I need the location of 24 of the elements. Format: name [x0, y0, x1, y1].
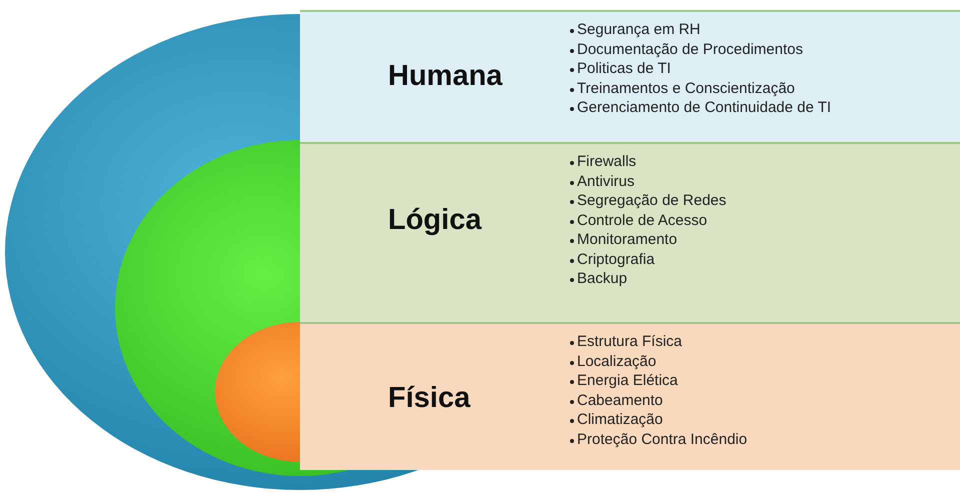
layer-heading: Humana — [388, 60, 502, 93]
bullet-item: Proteção Contra Incêndio — [570, 430, 748, 449]
bullet-item: Firewalls — [570, 152, 726, 172]
layer-heading: Física — [388, 382, 470, 415]
bullet-item: Politicas de TI — [570, 59, 832, 78]
bullet-item: Antivirus — [570, 172, 726, 191]
layer-band — [300, 322, 960, 470]
bullet-item: Gerenciamento de Continuidade de TI — [570, 98, 832, 118]
bullet-item: Estrutura Física — [570, 332, 748, 352]
bullet-item: Treinamentos e Conscientização — [570, 78, 832, 98]
bullet-item: Localização — [570, 352, 748, 371]
bullet-item: Controle de Acesso — [570, 210, 726, 230]
bullet-item: Climatização — [570, 410, 748, 430]
bullet-item: Cabeamento — [570, 390, 748, 410]
bullet-item: Segurança em RH — [570, 20, 832, 40]
bullet-item: Criptografia — [570, 250, 726, 269]
bullet-item: Monitoramento — [570, 230, 726, 250]
layer-heading: Lógica — [388, 204, 482, 237]
bullet-item: Backup — [570, 269, 726, 288]
bullet-item: Energia Elética — [570, 371, 748, 390]
bullet-item: Segregação de Redes — [570, 191, 726, 210]
layer-band — [300, 10, 960, 142]
layer-band — [300, 142, 960, 322]
bullet-item: Documentação de Procedimentos — [570, 40, 832, 59]
